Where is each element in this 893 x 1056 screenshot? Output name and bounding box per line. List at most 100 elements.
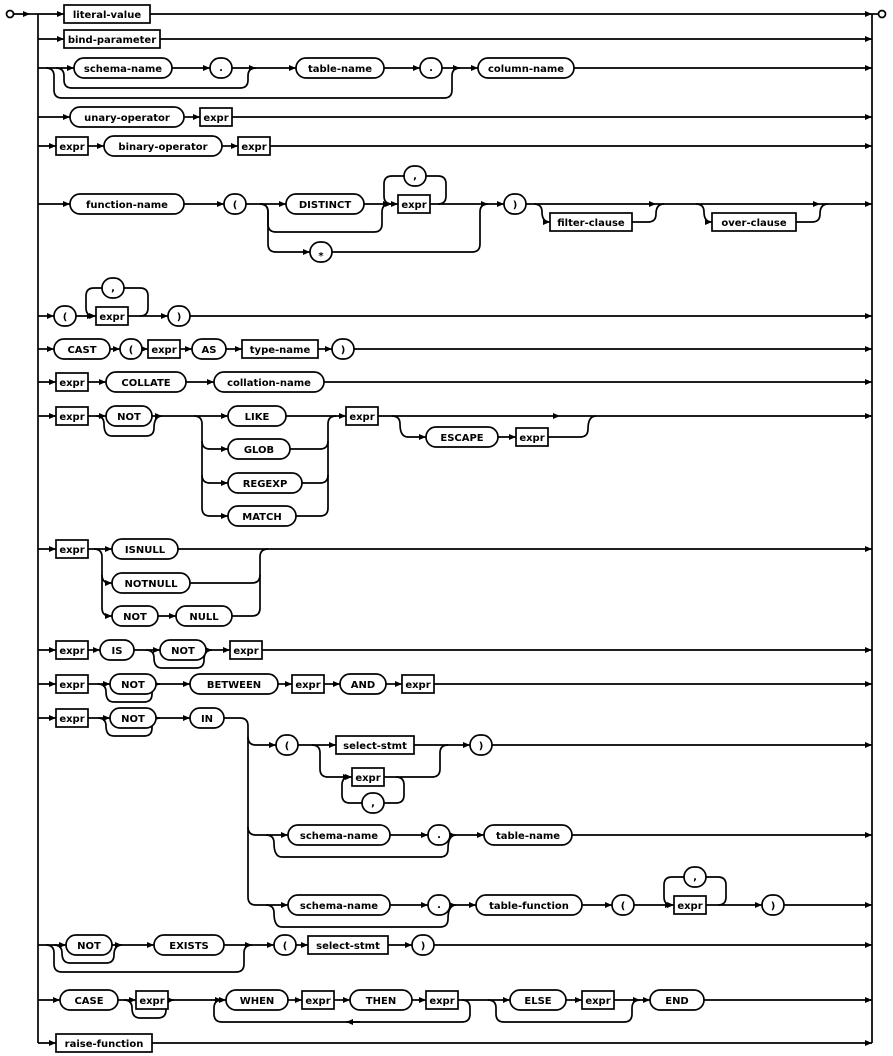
node-table-function-expr: expr — [673, 895, 707, 915]
svg-text:NOT: NOT — [123, 612, 147, 623]
node-list-lparen: ( — [53, 305, 77, 327]
node-schema-name-1: schema-name — [73, 57, 173, 79]
svg-text:table-name: table-name — [496, 831, 560, 842]
svg-text:expr: expr — [233, 646, 258, 657]
node-else-keyword: ELSE — [509, 989, 567, 1011]
node-cast-keyword: CAST — [53, 338, 111, 360]
svg-text:ESCAPE: ESCAPE — [440, 433, 483, 444]
node-over-clause: over-clause — [711, 212, 797, 232]
node-in-rparen: ) — [469, 734, 493, 756]
svg-text:select-stmt: select-stmt — [343, 741, 407, 752]
svg-text:,: , — [111, 283, 115, 294]
svg-text:.: . — [429, 63, 433, 74]
svg-text:): ) — [421, 941, 426, 952]
svg-text:expr: expr — [59, 646, 84, 657]
node-function-lparen: ( — [223, 193, 247, 215]
svg-text:expr: expr — [139, 996, 164, 1007]
svg-text:(: ( — [63, 312, 68, 323]
node-escape-keyword: ESCAPE — [425, 426, 499, 448]
svg-text:REGEXP: REGEXP — [243, 479, 288, 490]
svg-text:(: ( — [285, 741, 290, 752]
svg-text:MATCH: MATCH — [242, 512, 281, 523]
svg-text:expr: expr — [519, 433, 544, 444]
svg-text:AND: AND — [351, 680, 375, 691]
node-like-keyword: LIKE — [227, 405, 287, 427]
node-when-keyword: WHEN — [225, 989, 289, 1011]
node-expr-cast: expr — [147, 339, 181, 359]
svg-text:raise-function: raise-function — [65, 1039, 144, 1050]
svg-text:.: . — [437, 900, 441, 911]
svg-text:NOT: NOT — [117, 412, 141, 423]
node-not-like: NOT — [105, 405, 153, 427]
svg-text:table-name: table-name — [308, 64, 372, 75]
svg-text:.: . — [219, 63, 223, 74]
svg-text:expr: expr — [429, 996, 454, 1007]
svg-text:bind-parameter: bind-parameter — [68, 35, 156, 46]
node-table-function-comma: , — [683, 866, 707, 888]
row-5-tracks — [38, 175, 872, 255]
svg-text:expr: expr — [151, 345, 176, 356]
node-star: * — [309, 241, 333, 263]
node-and-keyword: AND — [339, 673, 387, 695]
svg-text:): ) — [513, 200, 518, 211]
node-list-rparen: ) — [167, 305, 191, 327]
node-expr-binary-right: expr — [237, 136, 271, 156]
svg-text:): ) — [771, 901, 776, 912]
node-cast-rparen: ) — [331, 338, 355, 360]
node-expr-list: expr — [95, 306, 129, 326]
svg-text:expr: expr — [59, 412, 84, 423]
node-expr-nullcheck: expr — [55, 539, 89, 559]
row-10-tracks — [38, 546, 872, 619]
node-exists-select-stmt: select-stmt — [307, 935, 389, 955]
node-cast-lparen: ( — [119, 338, 143, 360]
node-exists-keyword: EXISTS — [153, 934, 225, 956]
svg-text:schema-name: schema-name — [84, 64, 162, 75]
svg-text:expr: expr — [59, 680, 84, 691]
svg-text:GLOB: GLOB — [244, 445, 274, 456]
svg-text:WHEN: WHEN — [240, 996, 275, 1007]
svg-text:BETWEEN: BETWEEN — [207, 680, 261, 691]
svg-text:NOT: NOT — [121, 714, 145, 725]
svg-text:expr: expr — [349, 412, 374, 423]
end-terminal-icon — [877, 9, 887, 19]
node-dot-2: . — [419, 57, 443, 79]
node-binary-operator: binary-operator — [103, 135, 223, 157]
svg-text:*: * — [318, 251, 324, 262]
svg-text:filter-clause: filter-clause — [557, 218, 625, 229]
node-else-expr: expr — [581, 990, 615, 1010]
node-expr-like-left: expr — [55, 406, 89, 426]
svg-text:over-clause: over-clause — [721, 218, 786, 229]
node-case-base-expr: expr — [135, 990, 169, 1010]
node-expr-in-subject: expr — [55, 708, 89, 728]
node-when-expr: expr — [301, 990, 335, 1010]
svg-text:binary-operator: binary-operator — [118, 142, 207, 153]
svg-text:(: ( — [283, 941, 288, 952]
row-9-tracks — [38, 413, 872, 519]
node-in-table-name: table-name — [483, 824, 573, 846]
node-expr-is-left: expr — [55, 640, 89, 660]
svg-text:LIKE: LIKE — [245, 412, 270, 423]
node-in-comma: , — [361, 792, 385, 814]
row-15-tracks — [38, 997, 872, 1025]
node-expr-escape: expr — [515, 427, 549, 447]
svg-text:expr: expr — [405, 680, 430, 691]
svg-text:schema-name: schema-name — [300, 831, 378, 842]
node-table-function: table-function — [475, 894, 583, 916]
svg-text:CASE: CASE — [74, 996, 103, 1007]
node-expr-like-right: expr — [345, 406, 379, 426]
svg-text:unary-operator: unary-operator — [84, 113, 170, 124]
svg-text:schema-name: schema-name — [300, 901, 378, 912]
svg-text:(: ( — [233, 200, 238, 211]
svg-text:expr: expr — [295, 680, 320, 691]
node-in-select-stmt: select-stmt — [335, 735, 415, 755]
svg-text:NOT: NOT — [77, 941, 101, 952]
node-expr-between-high: expr — [401, 674, 435, 694]
node-function-name: function-name — [69, 193, 185, 215]
svg-text:(: ( — [621, 901, 626, 912]
svg-text:END: END — [665, 996, 689, 1007]
svg-text:ELSE: ELSE — [524, 996, 551, 1007]
node-literal-value: literal-value — [63, 4, 151, 24]
svg-text:expr: expr — [677, 901, 702, 912]
